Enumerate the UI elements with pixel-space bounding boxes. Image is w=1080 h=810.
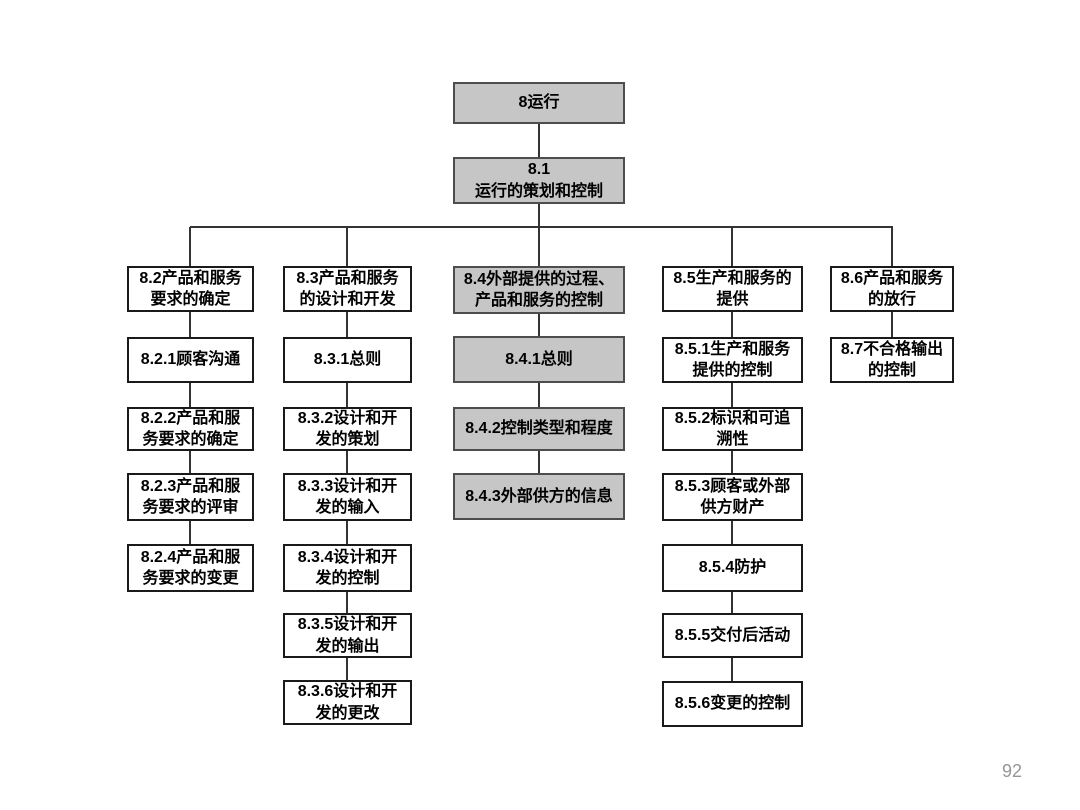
connector-line	[189, 312, 191, 338]
connector-line	[346, 227, 348, 267]
flow-node-8.2.4: 8.2.4产品和服 务要求的变更	[127, 544, 254, 592]
connector-line	[731, 312, 733, 338]
connector-line	[891, 227, 893, 267]
flow-node-8.5.5: 8.5.5交付后活动	[662, 613, 803, 658]
connector-line	[538, 314, 540, 337]
connector-line	[189, 227, 191, 267]
connector-line	[346, 383, 348, 408]
flow-node-8.5.3: 8.5.3顾客或外部 供方财产	[662, 473, 803, 521]
connector-line	[731, 451, 733, 474]
connector-line	[731, 521, 733, 545]
flow-node-8.5.2: 8.5.2标识和可追 溯性	[662, 407, 803, 451]
flow-node-8.4: 8.4外部提供的过程、 产品和服务的控制	[453, 266, 625, 314]
connector-line	[731, 592, 733, 614]
connector-line	[731, 658, 733, 682]
flow-node-8.2.3: 8.2.3产品和服 务要求的评审	[127, 473, 254, 521]
flow-node-8.4.2: 8.4.2控制类型和程度	[453, 407, 625, 451]
page-number: 92	[1001, 761, 1022, 781]
connector-line	[346, 312, 348, 338]
flow-node-8.7: 8.7不合格输出 的控制	[830, 337, 954, 383]
connector-line	[189, 521, 191, 545]
flow-node-8.5.6: 8.5.6变更的控制	[662, 681, 803, 727]
flow-node-8.2.2: 8.2.2产品和服 务要求的确定	[127, 407, 254, 451]
flow-node-8.2.1: 8.2.1顾客沟通	[127, 337, 254, 383]
connector-line	[190, 226, 893, 228]
flow-node-8.6: 8.6产品和服务 的放行	[830, 266, 954, 312]
connector-line	[346, 451, 348, 474]
connector-line	[731, 383, 733, 408]
connector-line	[189, 451, 191, 474]
flow-node-8.3.3: 8.3.3设计和开 发的输入	[283, 473, 412, 521]
flow-node-8.5: 8.5生产和服务的 提供	[662, 266, 803, 312]
flow-node-8: 8运行	[453, 82, 625, 124]
flow-node-8.5.1: 8.5.1生产和服务 提供的控制	[662, 337, 803, 383]
connector-line	[538, 451, 540, 474]
connector-line	[891, 312, 893, 338]
flow-node-8.3.2: 8.3.2设计和开 发的策划	[283, 407, 412, 451]
connector-line	[538, 204, 540, 228]
connector-line	[346, 521, 348, 545]
flow-node-8.1: 8.1 运行的策划和控制	[453, 157, 625, 204]
flow-node-8.3: 8.3产品和服务 的设计和开发	[283, 266, 412, 312]
flow-node-8.4.3: 8.4.3外部供方的信息	[453, 473, 625, 520]
flow-node-8.2: 8.2产品和服务 要求的确定	[127, 266, 254, 312]
flow-node-8.3.5: 8.3.5设计和开 发的输出	[283, 613, 412, 658]
connector-line	[731, 227, 733, 267]
connector-line	[189, 383, 191, 408]
flow-node-8.3.6: 8.3.6设计和开 发的更改	[283, 680, 412, 725]
connector-line	[538, 383, 540, 408]
flow-node-8.5.4: 8.5.4防护	[662, 544, 803, 592]
flow-node-8.4.1: 8.4.1总则	[453, 336, 625, 383]
connector-line	[538, 124, 540, 157]
connector-line	[346, 592, 348, 614]
connector-line	[346, 658, 348, 681]
flow-node-8.3.1: 8.3.1总则	[283, 337, 412, 383]
flow-node-8.3.4: 8.3.4设计和开 发的控制	[283, 544, 412, 592]
connector-line	[538, 227, 540, 267]
